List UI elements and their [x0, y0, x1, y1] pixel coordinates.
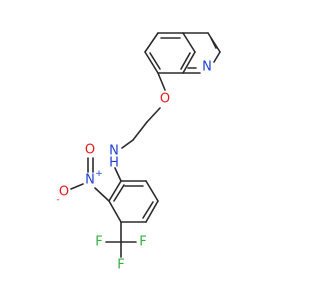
ethoxy-linker [121, 72, 166, 149]
ether-oxygen-label: O [160, 92, 170, 107]
fluorine-right-label: F [139, 235, 146, 250]
nitro-oxygen-top-label: O [85, 143, 95, 158]
nitro-minus-charge: - [56, 195, 59, 205]
fluorine-bottom-label: F [117, 258, 124, 273]
quinoline-benzo-ring [144, 32, 196, 74]
nitro-oxygen-left-label: O [59, 185, 69, 200]
amine-nitrogen-label: N [109, 144, 119, 159]
quinoline-nitrogen-label: N [202, 60, 212, 75]
amine-hydrogen-label: H [109, 156, 119, 171]
trifluoromethyl-group-bonds [105, 221, 137, 258]
nitro-nitrogen-label: N [85, 173, 95, 188]
nitro-plus-charge: + [95, 169, 103, 179]
nitro-group-bonds [70, 157, 110, 202]
quinoline-pyridine-ring [182, 32, 221, 74]
molecule-canvas: N O N H N + O O - F F F [56, 32, 221, 273]
nitroaniline-ring [108, 167, 159, 223]
fluorine-left-label: F [95, 235, 102, 250]
structure-diagram: N O N H N + O O - F F F [56, 32, 221, 273]
